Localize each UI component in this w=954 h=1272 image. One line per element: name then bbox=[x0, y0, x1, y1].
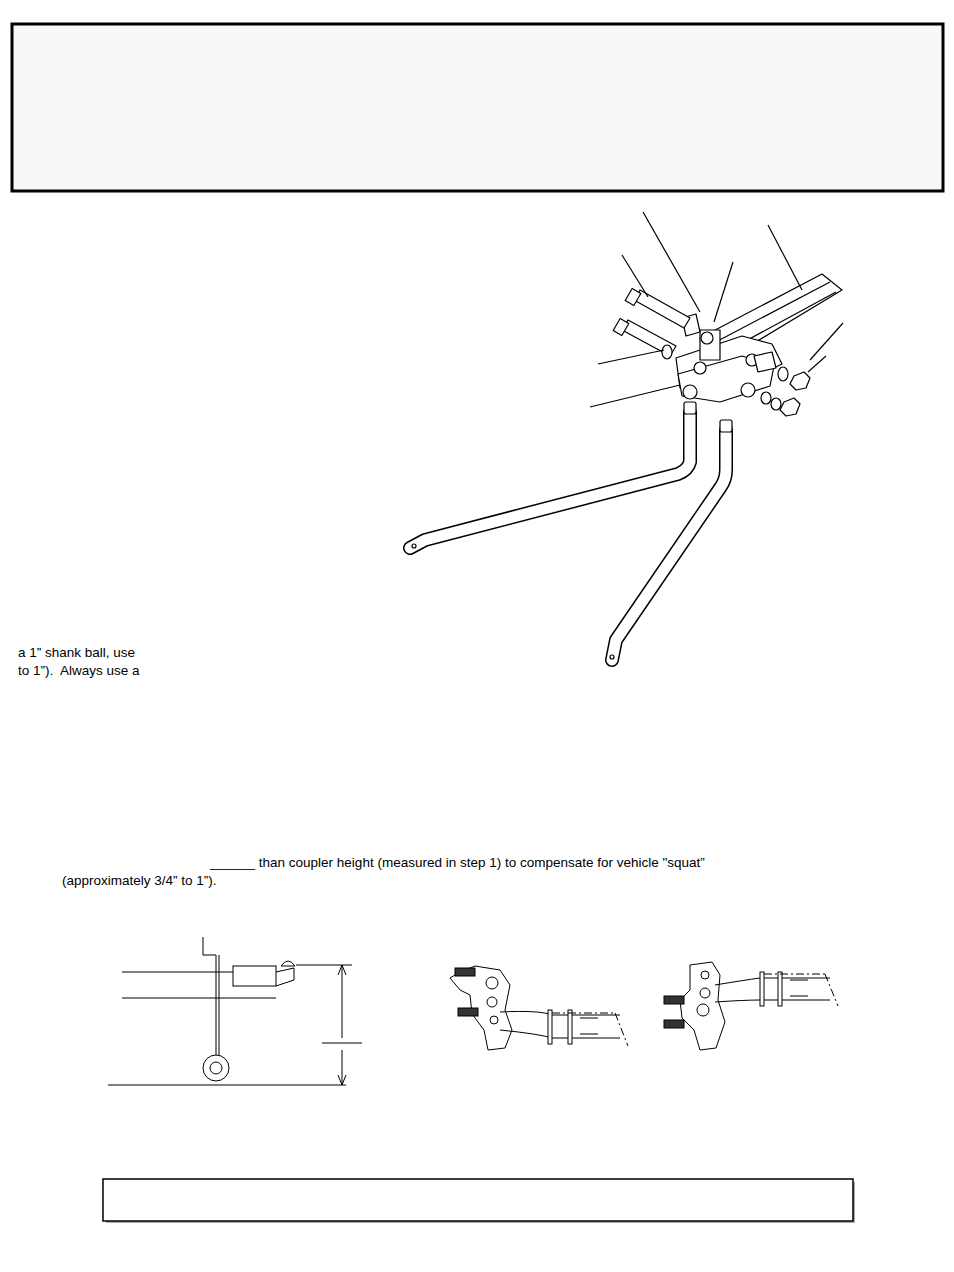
hitch-side-view-left-part bbox=[487, 997, 497, 1007]
hitch-exploded-view-part bbox=[612, 430, 726, 660]
hitch-exploded-view-part bbox=[612, 430, 726, 660]
hitch-exploded-view-part bbox=[741, 383, 755, 397]
coupler-height-figure-part bbox=[338, 965, 346, 975]
coupler-height-figure-part bbox=[108, 1085, 346, 1086]
hitch-side-view-right bbox=[664, 962, 838, 1050]
hitch-exploded-view-part bbox=[410, 412, 690, 548]
coupler-height-figure-part bbox=[342, 965, 343, 1038]
drawing-part-part bbox=[768, 225, 802, 290]
drawing-part-part bbox=[808, 356, 826, 372]
hitch-exploded-view-part bbox=[613, 318, 629, 335]
coupler-height-figure-part bbox=[296, 965, 352, 966]
hitch-exploded-view bbox=[410, 212, 843, 660]
drawing-part-part bbox=[622, 255, 648, 297]
hitch-side-view-left bbox=[450, 966, 628, 1050]
coupler-height-figure-part bbox=[338, 1075, 346, 1085]
drawing-part-part bbox=[590, 385, 680, 407]
hitch-exploded-view-part bbox=[610, 655, 614, 659]
coupler-height-figure-part bbox=[210, 1062, 222, 1074]
hitch-side-view-left-part bbox=[500, 1030, 620, 1038]
hitch-side-view-left-part bbox=[500, 1011, 620, 1015]
hitch-exploded-view-part bbox=[634, 290, 690, 328]
hitch-side-view-right-part bbox=[715, 978, 830, 985]
coupler-height-figure bbox=[108, 937, 362, 1085]
hitch-side-view-right-part bbox=[664, 996, 684, 1004]
hitch-exploded-view-part bbox=[720, 420, 732, 432]
hitch-exploded-view-part bbox=[700, 330, 720, 360]
hitch-side-view-right-part bbox=[701, 971, 709, 979]
hitch-side-view-right-part bbox=[778, 972, 782, 1006]
instruction-text: ______ than coupler height (measured in … bbox=[210, 855, 705, 871]
hitch-side-view-right-part bbox=[760, 972, 764, 1006]
body-text-fragment: a 1” shank ball, use bbox=[18, 645, 135, 661]
hitch-side-view-left-part bbox=[548, 1010, 552, 1044]
hitch-side-view-left-part bbox=[552, 1013, 615, 1014]
coupler-height-figure-part bbox=[219, 955, 220, 1055]
hitch-exploded-view-part bbox=[662, 345, 672, 359]
drawing-part-part bbox=[643, 212, 700, 312]
instruction-text: (approximately 3/4” to 1”). bbox=[62, 873, 217, 889]
coupler-height-figure-part bbox=[203, 1055, 229, 1081]
hitch-exploded-view-part bbox=[694, 362, 706, 374]
hitch-exploded-view-part bbox=[780, 398, 800, 416]
header-box-part bbox=[12, 24, 943, 191]
hitch-exploded-view-part bbox=[712, 282, 830, 344]
coupler-height-figure-part bbox=[203, 937, 216, 955]
hitch-exploded-view-part bbox=[684, 402, 696, 414]
hitch-side-view-left-part bbox=[450, 966, 512, 1050]
hitch-side-view-right-part bbox=[680, 962, 725, 1050]
drawing-part-part bbox=[810, 323, 843, 360]
hitch-side-view-left-part bbox=[580, 1018, 598, 1034]
hitch-exploded-view-part bbox=[412, 544, 416, 548]
drawing-part-part bbox=[598, 350, 664, 364]
drawing-part bbox=[590, 212, 843, 407]
hitch-side-view-right-part bbox=[697, 1004, 709, 1016]
hitch-exploded-view-part bbox=[683, 385, 697, 399]
coupler-height-figure-part bbox=[233, 966, 276, 986]
coupler-height-figure-part bbox=[122, 998, 276, 999]
hitch-side-view-right-part bbox=[715, 1000, 830, 1002]
hitch-side-view-right-part bbox=[700, 988, 710, 998]
note-box-part bbox=[103, 1179, 853, 1221]
hitch-exploded-view-part bbox=[701, 332, 713, 344]
note-box bbox=[103, 1179, 855, 1223]
header-box bbox=[12, 24, 943, 191]
hitch-side-view-left-part bbox=[568, 1010, 572, 1044]
hitch-exploded-view-part bbox=[761, 392, 771, 404]
drawing-part-part bbox=[714, 262, 733, 322]
hitch-side-view-right-part bbox=[764, 974, 825, 975]
hitch-side-view-left-part bbox=[490, 1016, 498, 1024]
hitch-exploded-view-part bbox=[790, 372, 810, 390]
coupler-height-figure-part bbox=[322, 1043, 362, 1044]
coupler-height-figure-part bbox=[216, 955, 217, 1055]
hitch-side-view-right-part bbox=[825, 974, 838, 1006]
hitch-exploded-view-part bbox=[410, 412, 690, 548]
hitch-side-view-left-part bbox=[455, 968, 475, 976]
body-text-fragment: to 1”). Always use a bbox=[18, 663, 140, 679]
hitch-exploded-view-part bbox=[625, 288, 641, 305]
hitch-exploded-view-part bbox=[778, 367, 788, 381]
hitch-exploded-view-part bbox=[771, 398, 781, 410]
coupler-height-figure-part bbox=[276, 968, 294, 986]
hitch-side-view-right-part bbox=[664, 1020, 684, 1028]
hitch-side-view-left-part bbox=[486, 977, 498, 989]
coupler-height-figure-part bbox=[342, 1050, 343, 1085]
hitch-side-view-right-part bbox=[790, 980, 808, 996]
hitch-exploded-view-part bbox=[754, 352, 776, 372]
coupler-height-figure-part bbox=[281, 961, 295, 966]
hitch-side-view-left-part bbox=[615, 1013, 628, 1046]
hitch-side-view-left-part bbox=[458, 1008, 478, 1016]
